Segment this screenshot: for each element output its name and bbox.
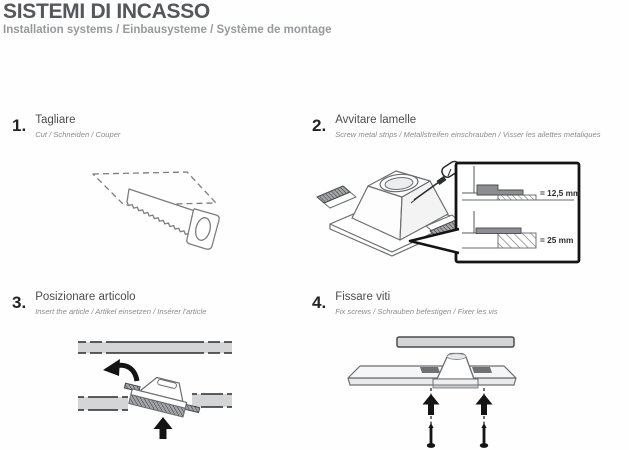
step-4: 4. Fissare viti Fix screws / Schrauben b… xyxy=(312,291,498,316)
fixture-tilted xyxy=(123,376,201,418)
ceiling-panel xyxy=(396,336,515,348)
screw-guide-dashes xyxy=(430,388,485,424)
measurement-label-25mm: = 25 mm xyxy=(540,235,573,245)
step-4-subtitle: Fix screws / Schrauben befestigen / Fixe… xyxy=(335,306,498,316)
step-3: 3. Posizionare articolo Insert the artic… xyxy=(12,291,206,316)
fixture-opening-inner xyxy=(384,177,414,190)
step-1-subtitle: Cut / Schneiden / Couper xyxy=(35,129,121,139)
step-4-text: Fissare viti Fix screws / Schrauben befe… xyxy=(335,291,497,316)
step3-illustration xyxy=(78,341,232,439)
step-1-title: Tagliare xyxy=(35,114,76,126)
ceiling-panel-left xyxy=(78,396,128,411)
fixture-flange xyxy=(432,378,479,386)
plate-front-face xyxy=(347,377,517,386)
step-3-text: Posizionare articolo Insert the article … xyxy=(35,291,206,316)
ceiling-panel-top xyxy=(78,341,232,354)
saw-handle-hole xyxy=(195,217,211,241)
step-1-text: Tagliare Cut / Schneiden / Couper xyxy=(35,114,120,139)
step-3-subtitle: Insert the article / Artikel einsetzen /… xyxy=(35,306,207,316)
step-2-text: Avvitare lamelle Screw metal strips / Me… xyxy=(335,114,600,139)
screw-right xyxy=(479,423,489,448)
measurement-label-12mm: = 12,5 mm xyxy=(540,188,580,198)
saw-blade xyxy=(126,188,199,238)
step-3-number: 3. xyxy=(12,293,27,312)
step-2-number: 2. xyxy=(312,116,327,135)
step-2-title: Avvitare lamelle xyxy=(335,114,417,126)
metal-strip-left xyxy=(316,185,351,204)
step-2-subtitle: Screw metal strips / Metallstreifen eins… xyxy=(335,129,601,139)
cut-outline-dashed xyxy=(92,171,217,206)
step-3-title: Posizionare articolo xyxy=(35,291,136,303)
cross-section-25mm xyxy=(462,211,537,249)
up-arrow-left-icon xyxy=(422,394,440,415)
rotate-arrowhead xyxy=(103,359,120,376)
step4-illustration xyxy=(347,336,517,448)
callout-pointer xyxy=(408,227,460,255)
step-1-number: 1. xyxy=(12,116,27,135)
fixture-flange-shadow xyxy=(432,384,479,389)
page-header: SISTEMI DI INCASSO Installation systems … xyxy=(3,0,332,36)
screw-left xyxy=(426,423,436,448)
step-4-number: 4. xyxy=(312,293,327,312)
step1-cut-illustration xyxy=(92,171,220,250)
up-arrow-right-icon xyxy=(475,394,493,415)
fixture-top-opening xyxy=(446,353,467,360)
cross-section-12mm xyxy=(462,166,574,201)
insert-arrow-icon xyxy=(153,417,173,439)
page-title: SISTEMI DI INCASSO xyxy=(3,0,210,23)
strip-right xyxy=(472,367,492,373)
strip-left xyxy=(420,367,440,373)
step2-fixture-illustration xyxy=(316,160,464,257)
step-4-title: Fissare viti xyxy=(335,291,391,303)
callout: = 12,5 mm = 25 mm xyxy=(408,161,581,264)
step-1: 1. Tagliare Cut / Schneiden / Couper xyxy=(12,114,120,139)
page-subtitle: Installation systems / Einbausysteme / S… xyxy=(3,24,332,37)
ceiling-panel-right xyxy=(192,393,232,408)
step-2: 2. Avvitare lamelle Screw metal strips /… xyxy=(312,114,601,139)
